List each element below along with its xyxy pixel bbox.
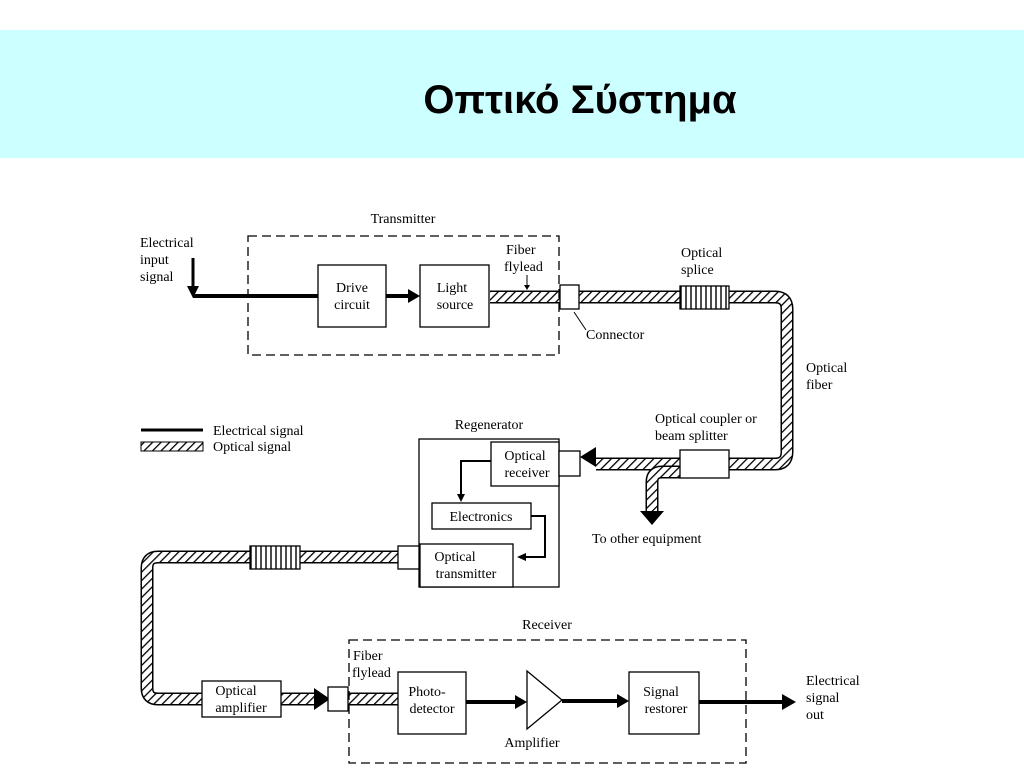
optical-fiber-path bbox=[140, 290, 794, 706]
light-source-label-1: Light bbox=[437, 281, 467, 296]
connector-pointer bbox=[573, 311, 587, 331]
other-equipment-label: To other equipment bbox=[592, 532, 702, 547]
receiver-to-electronics-arrow bbox=[457, 494, 465, 502]
optical-amplifier-label-2: amplifier bbox=[215, 701, 267, 716]
electrical-out-label-1: Electrical bbox=[806, 674, 860, 689]
slide-title: Οπτικό Σύστημα bbox=[423, 78, 737, 122]
optical-amplifier-label-1: Optical bbox=[215, 684, 256, 699]
optical-amplifier-box bbox=[201, 680, 282, 718]
electrical-input-label-3: signal bbox=[140, 270, 174, 285]
drive-circuit-label-1: Drive bbox=[336, 281, 368, 296]
amplifier-label: Amplifier bbox=[504, 736, 560, 751]
other-equipment-arrow bbox=[640, 511, 664, 525]
fiber-flylead-rx-label-2: flylead bbox=[352, 666, 391, 681]
drive-circuit-box bbox=[317, 264, 387, 328]
fiber-flylead-rx-label-1: Fiber bbox=[353, 649, 383, 664]
transmitter-label: Transmitter bbox=[371, 212, 436, 227]
connector-regen-out bbox=[397, 545, 420, 570]
connector-regen-in bbox=[558, 450, 581, 477]
drive-circuit-label-2: circuit bbox=[334, 298, 370, 313]
legend-optical-label: Optical signal bbox=[213, 440, 291, 455]
electrical-out-label-2: signal bbox=[806, 691, 840, 706]
drive-arrow-head bbox=[408, 289, 420, 303]
beam-splitter-box bbox=[679, 449, 730, 479]
electronics-label: Electronics bbox=[450, 510, 513, 525]
optical-splice-bottom bbox=[249, 545, 301, 570]
connector-tx bbox=[559, 284, 580, 310]
electronics-to-transmitter-line bbox=[524, 515, 546, 558]
fiber-flylead-tx-label-2: flylead bbox=[504, 260, 543, 275]
output-arrow-head bbox=[782, 694, 796, 710]
connector-rx bbox=[327, 686, 349, 712]
optical-receiver-label-2: receiver bbox=[504, 466, 549, 481]
light-source-box bbox=[419, 264, 490, 328]
electrical-out-label-3: out bbox=[806, 708, 824, 723]
electrical-input-label-2: input bbox=[140, 253, 169, 268]
regenerator-input-arrow bbox=[580, 447, 596, 467]
optical-fiber-label-1: Optical bbox=[806, 361, 847, 376]
photodetector-label-1: Photo- bbox=[408, 685, 446, 700]
electrical-input-label-1: Electrical bbox=[140, 236, 194, 251]
title-banner bbox=[0, 30, 1024, 158]
optical-transmitter-box bbox=[419, 543, 514, 588]
flylead-pointer-head bbox=[524, 285, 530, 290]
receiver-input-arrow bbox=[314, 688, 330, 710]
optical-transmitter-label-1: Optical bbox=[434, 550, 475, 565]
input-down-arrow-head bbox=[187, 286, 199, 298]
regenerator-label: Regenerator bbox=[455, 418, 524, 433]
light-source-label-2: source bbox=[437, 298, 474, 313]
amplifier-triangle bbox=[526, 669, 564, 731]
optical-fiber-label-2: fiber bbox=[806, 378, 833, 393]
signal-restorer-label-1: Signal bbox=[643, 685, 679, 700]
legend: Electrical signal Optical signal bbox=[140, 424, 304, 455]
optical-splice-label-1: Optical bbox=[681, 246, 722, 261]
photodetector-label-2: detector bbox=[409, 702, 454, 717]
signal-restorer-label-2: restorer bbox=[645, 702, 688, 717]
fiber-flylead-tx-label-1: Fiber bbox=[506, 243, 536, 258]
electronics-box bbox=[431, 502, 532, 530]
photodetector-arrow-head bbox=[515, 695, 527, 709]
optical-splice-label-2: splice bbox=[681, 263, 714, 278]
electronics-to-transmitter-arrow bbox=[517, 553, 526, 561]
legend-optical-swatch bbox=[140, 441, 204, 452]
coupler-label-1: Optical coupler or bbox=[655, 412, 757, 427]
coupler-label-2: beam splitter bbox=[655, 429, 728, 444]
optical-receiver-label-1: Optical bbox=[504, 449, 545, 464]
connector-label: Connector bbox=[586, 328, 645, 343]
receiver-box bbox=[348, 639, 747, 764]
optical-splice-top bbox=[679, 285, 730, 310]
amplifier-arrow-head bbox=[617, 694, 629, 708]
optical-transmitter-label-2: transmitter bbox=[436, 567, 497, 582]
photodetector-box bbox=[397, 671, 467, 735]
receiver-label: Receiver bbox=[522, 618, 572, 633]
receiver-to-electronics-line bbox=[460, 460, 491, 495]
legend-electrical-label: Electrical signal bbox=[213, 424, 304, 439]
